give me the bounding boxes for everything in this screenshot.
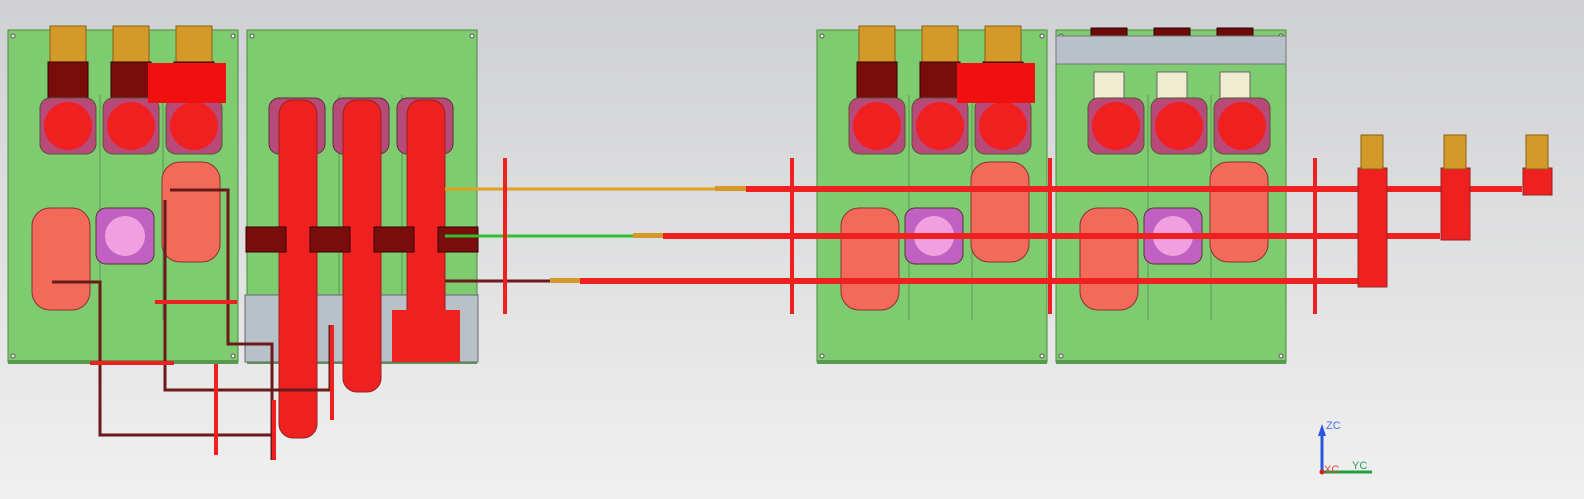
copper-terminal — [175, 25, 213, 65]
mounting-screw — [1039, 33, 1045, 39]
busbar-support-bar — [1048, 158, 1052, 314]
connector-link — [633, 233, 663, 238]
ct-oval — [31, 207, 91, 311]
bushing-circle — [916, 102, 964, 150]
mounting-screw — [1058, 353, 1064, 359]
busbar-segment — [155, 300, 237, 304]
busbar-system — [52, 134, 1553, 460]
panel-base — [1056, 360, 1286, 364]
end-copper-tab — [1525, 134, 1549, 170]
busbar-vertical — [214, 364, 218, 455]
ct-oval — [970, 161, 1030, 263]
mounting-rail — [1055, 35, 1287, 65]
main-busbar — [746, 186, 1522, 192]
end-copper-tab — [1360, 134, 1384, 170]
ct-oval — [161, 161, 221, 263]
red-cover — [957, 63, 1035, 103]
busbar-support-bar — [790, 158, 794, 314]
bushing-circle — [170, 102, 218, 150]
cable-tube — [406, 99, 446, 347]
bushing-circle — [105, 216, 145, 256]
mounting-screw — [230, 353, 236, 359]
z-axis-head — [1318, 424, 1326, 436]
bushing-circle — [1092, 102, 1140, 150]
mounting-screw — [230, 33, 236, 39]
y-axis-label: YC — [1352, 460, 1367, 472]
bushing-circle — [1155, 102, 1203, 150]
cable — [52, 280, 272, 437]
connection-block — [437, 226, 479, 253]
x-axis-origin — [1319, 469, 1325, 475]
copper-terminal — [112, 25, 150, 65]
busbar-segment — [90, 361, 174, 365]
x-axis-label: XC — [1324, 464, 1339, 476]
red-cover — [148, 63, 226, 103]
mounting-screw — [10, 33, 16, 39]
mounting-screw — [819, 33, 825, 39]
switchgear-panels — [7, 25, 1287, 439]
busbar-vertical — [330, 325, 334, 420]
connection-block — [309, 226, 351, 253]
copper-terminal — [921, 25, 959, 65]
copper-terminal — [858, 25, 896, 65]
mounting-screw — [469, 33, 475, 39]
connection-block — [245, 226, 287, 253]
copper-terminal — [49, 25, 87, 65]
bushing-circle — [853, 102, 901, 150]
connector-link — [550, 278, 580, 283]
cable — [170, 188, 274, 460]
switchgear-panel — [1055, 27, 1287, 364]
bushing-circle — [107, 102, 155, 150]
mounting-screw — [819, 353, 825, 359]
coordinate-triad: ZC YC XC — [1318, 420, 1372, 476]
ct-oval — [1209, 161, 1269, 263]
mounting-screw — [1039, 353, 1045, 359]
mounting-screw — [249, 33, 255, 39]
red-box — [392, 310, 460, 362]
bushing-circle — [44, 102, 92, 150]
connection-block — [373, 226, 415, 253]
panel-base — [817, 360, 1047, 364]
busbar-support-bar — [503, 158, 507, 314]
busbar-support-bar — [1313, 158, 1317, 314]
cable-tube — [278, 99, 318, 439]
end-copper-tab — [1443, 134, 1467, 170]
bushing-circle — [1218, 102, 1266, 150]
connector-link — [715, 186, 746, 191]
bushing-circle — [979, 102, 1027, 150]
switchgear-panel — [7, 25, 239, 364]
ct-oval — [840, 207, 900, 311]
switchgear-panel — [816, 25, 1048, 364]
copper-terminal — [984, 25, 1022, 65]
mounting-screw — [10, 353, 16, 359]
ct-oval — [1079, 207, 1139, 311]
z-axis-label: ZC — [1326, 420, 1341, 432]
end-terminal-bar — [1440, 167, 1471, 241]
busbar-vertical — [272, 400, 276, 460]
end-terminal-bar — [1522, 167, 1553, 196]
main-busbar — [580, 278, 1358, 284]
end-terminal-bar — [1357, 167, 1388, 288]
mounting-screw — [1278, 353, 1284, 359]
